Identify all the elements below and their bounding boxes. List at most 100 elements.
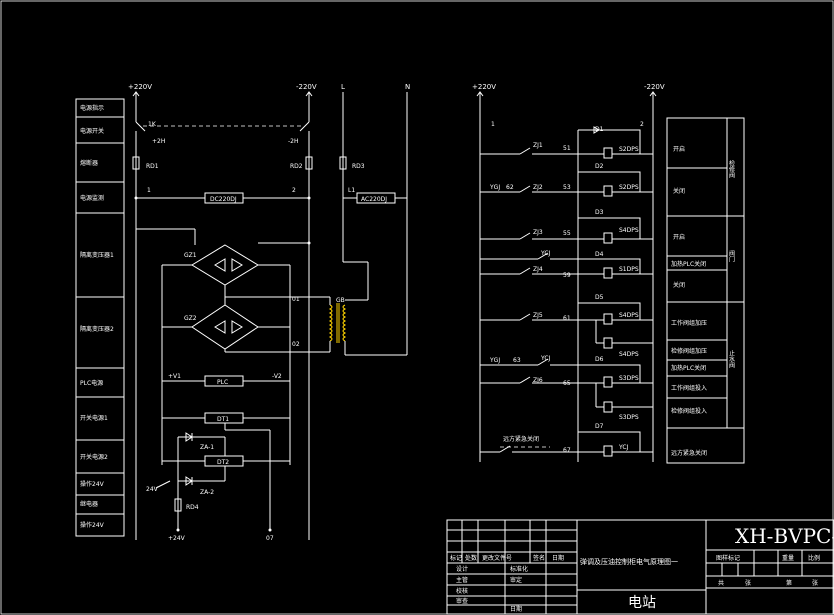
label-power-monitor: 电源监测 [80, 194, 104, 202]
fuse-rd3-label: RD3 [352, 163, 365, 170]
sheet-scale: 比例 [808, 554, 820, 562]
sheet-total: 共 [718, 579, 724, 587]
diode-za1-label: ZA-1 [200, 444, 214, 451]
right-node-2: 2 [640, 121, 644, 128]
ac-monitor-label: AC220DJ [361, 196, 387, 203]
wire-59: 59 [563, 272, 571, 279]
label-relay: 继电器 [80, 500, 98, 508]
ac-l-label: L [341, 83, 345, 91]
node-1-label: 1 [147, 187, 151, 194]
table-row-2: 开启 [673, 233, 685, 241]
ac-n-label: N [405, 83, 410, 91]
contact-zj6: ZJ6 [533, 377, 543, 384]
v24-label: 24V [146, 486, 159, 493]
header-sign: 签名 [533, 554, 545, 562]
header-mark: 标记 [450, 554, 462, 562]
drawing-title: 弹调及压油控制柜电气原理图一 [580, 557, 678, 566]
table-row-0: 开启 [673, 145, 685, 153]
station-name: 电站 [628, 595, 656, 611]
table-row-10: 远方紧急关闭 [671, 449, 707, 457]
table-row-3: 加热PLC关闭 [671, 260, 706, 268]
role-approve: 审定 [510, 576, 522, 584]
sheet-weight: 重量 [782, 554, 794, 562]
fuse-rd1-label: RD1 [146, 163, 159, 170]
label-operation-24v-b: 操作24V [80, 521, 105, 529]
label-switch-power-2: 开关电源2 [80, 453, 108, 461]
sheet-total-unit: 张 [745, 579, 751, 587]
coil-4: S1DPS [619, 266, 639, 273]
coil-5: S4DPS [619, 312, 639, 319]
label-isolation-transformer-2: 隔离变压器2 [80, 325, 114, 333]
contact-zj5: ZJ5 [533, 312, 543, 319]
table-row-5: 工作阀组加压 [671, 319, 707, 327]
title-block: 标记 处数 更改文件号 签名 日期 设计 主管 校核 审查 标准化 审定 日期 … [446, 519, 834, 615]
role-check: 校核 [456, 587, 468, 595]
sheet-current-unit: 张 [812, 579, 818, 587]
coil-2: S2DPS [619, 184, 639, 191]
left-circuit: +220V -220V L N 1K +2H -2H RD1 RD2 RD3 1 [128, 83, 410, 542]
coil-8: S3DPS [619, 414, 639, 421]
wire-65: 65 [563, 380, 571, 387]
left-neg-rail-label: -220V [296, 83, 317, 91]
sheet-mark: 图样标记 [716, 554, 740, 562]
label-power-switch: 电源开关 [80, 127, 104, 135]
right-node-1: 1 [491, 121, 495, 128]
left-pos-rail-label: +220V [128, 83, 152, 91]
bottom-plus24v-label: +24V [168, 535, 186, 542]
table-row-8: 工作阀组投入 [671, 384, 707, 392]
label-operation-24v-a: 操作24V [80, 480, 105, 488]
diode-d2: D2 [595, 163, 604, 170]
contact-zj2: ZJ2 [533, 184, 543, 191]
coil-1: S2DPS [619, 146, 639, 153]
label-power-indicator: 电源指示 [80, 104, 104, 112]
sheet-current: 第 [786, 579, 792, 587]
pos-node-label: +2H [152, 138, 165, 145]
plc-label: PLC [217, 379, 228, 386]
contact-zj4: ZJ4 [533, 266, 543, 273]
role-review: 审查 [456, 597, 468, 605]
table-group-2: 止水阀 [728, 349, 735, 369]
wire-53: 53 [563, 184, 571, 191]
bridge-gz1-label: GZ1 [184, 252, 197, 259]
switch-1k-label: 1K [148, 121, 157, 128]
right-circuit: +220V -220V 1 2 ZJ1 51 D1 S2DPS YGJ 62 Z… [472, 83, 665, 462]
wire-51: 51 [563, 145, 571, 152]
label-plc-power: PLC电源 [80, 379, 103, 387]
wire-67: 67 [563, 447, 571, 454]
contact-ygj-1: YGJ [489, 184, 500, 191]
coil-6: S4DPS [619, 351, 639, 358]
table-group-1: 阀门 [728, 249, 735, 263]
contact-zj1: ZJ1 [533, 142, 543, 149]
contact-ygj-3: YGJ [489, 357, 500, 364]
fuse-rd4-label: RD4 [186, 504, 199, 511]
node-l1-label: L1 [348, 187, 355, 194]
coil-ycj: YCJ [618, 444, 629, 451]
label-isolation-transformer-1: 隔离变压器1 [80, 251, 114, 259]
plc-minus-label: -V2 [272, 373, 282, 380]
label-switch-power-1: 开关电源1 [80, 414, 108, 422]
table-row-4: 关闭 [673, 281, 685, 289]
remote-stop-label: 远方紧急关闭 [503, 435, 539, 443]
table-group-0: 检修阀 [728, 159, 735, 179]
transformer-secondary [342, 304, 347, 342]
table-row-7: 加热PLC关闭 [671, 364, 706, 372]
contact-ygj-2: YCJ [540, 250, 551, 257]
diode-d6: D6 [595, 356, 604, 363]
fuse-rd2-label: RD2 [290, 163, 303, 170]
wire-55: 55 [563, 230, 571, 237]
coil-3: S4DPS [619, 227, 639, 234]
plc-plus-label: +V1 [168, 373, 181, 380]
coil-7: S3DPS [619, 375, 639, 382]
diode-d5: D5 [595, 294, 604, 301]
transformer-primary [328, 304, 333, 342]
node-2-label: 2 [292, 187, 296, 194]
out-01-label: 01 [292, 296, 300, 303]
table-row-1: 关闭 [673, 187, 685, 195]
diode-d4: D4 [595, 251, 604, 258]
table-row-9: 检修阀组投入 [671, 407, 707, 415]
diode-d7: D7 [595, 423, 604, 430]
role-date: 日期 [510, 605, 522, 613]
role-standard: 标准化 [510, 565, 528, 573]
